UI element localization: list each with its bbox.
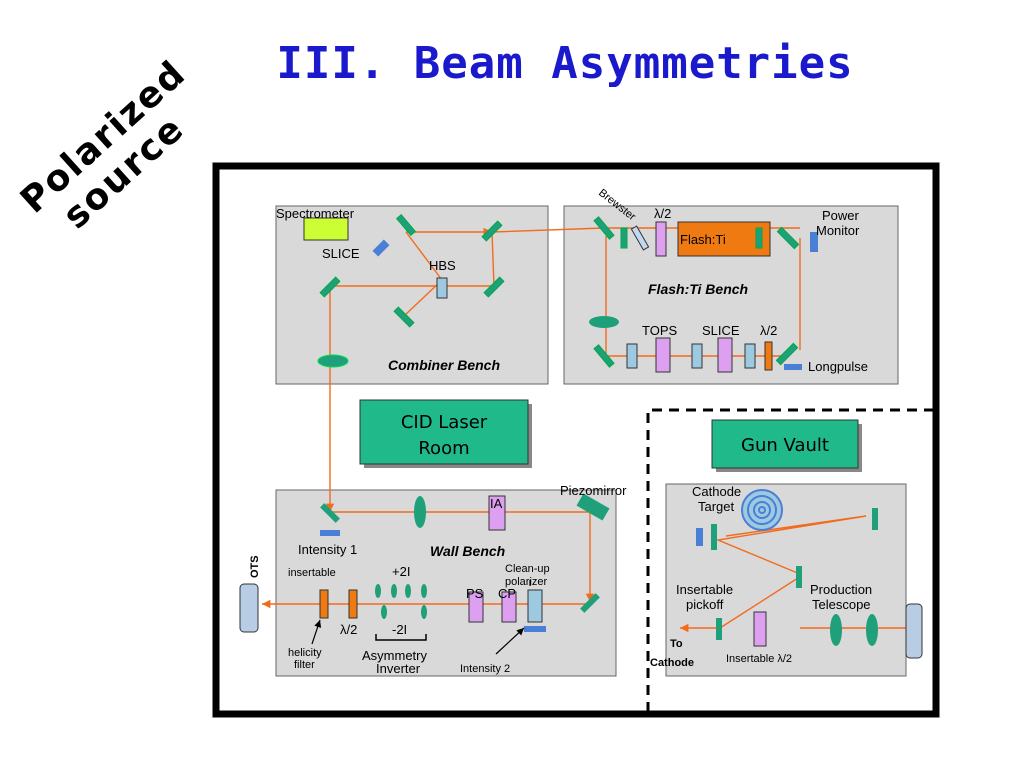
telescope-lens-1 xyxy=(830,614,842,646)
tops-label: TOPS xyxy=(642,323,677,338)
pickoff-label-2: pickoff xyxy=(686,597,724,612)
slice-polarizer xyxy=(372,239,390,257)
cleanup-label-2: polarizer xyxy=(505,576,548,588)
cathode-label-2: Target xyxy=(698,499,735,514)
brewster-plate xyxy=(630,225,650,251)
piezomirror-label: Piezomirror xyxy=(560,483,627,498)
insertable-half-label: Insertable λ/2 xyxy=(726,653,792,665)
cp-cell xyxy=(501,591,517,623)
asymmetry-inverter-lenses xyxy=(375,584,427,619)
insertable-pickoff xyxy=(796,566,802,588)
tops-slice-optics xyxy=(626,337,773,373)
to-label: To xyxy=(670,638,683,650)
wall-bench xyxy=(275,489,617,677)
longpulse-detector xyxy=(784,364,802,370)
telescope-lens-2 xyxy=(866,614,878,646)
gun-vault-boundary xyxy=(646,408,936,712)
insertable-label: insertable xyxy=(288,567,336,579)
flash-lens xyxy=(589,316,619,328)
ia-label: IA xyxy=(490,496,503,511)
pickoff-label-1: Insertable xyxy=(676,582,733,597)
flash-ti-laser xyxy=(677,221,771,257)
hbs-element xyxy=(436,277,448,299)
ots-label: OTS xyxy=(249,555,261,578)
cid-room-line-2: Room xyxy=(418,438,469,459)
flash-ti-laser-label: Flash:Ti xyxy=(680,232,726,247)
wall-pointers xyxy=(311,580,531,655)
asymmetry-label-2: Inverter xyxy=(376,661,421,676)
asymmetry-label-1: Asymmetry xyxy=(362,648,428,663)
monitor-label: Monitor xyxy=(816,223,860,238)
cathode-target-rings xyxy=(741,489,783,531)
ps-label: PS xyxy=(466,586,484,601)
flash-lambda-plate xyxy=(655,221,667,257)
cp-label: CP xyxy=(498,586,516,601)
power-monitor-detector xyxy=(810,232,818,252)
combiner-mirrors xyxy=(319,213,505,328)
cleanup-label-1: Clean-up xyxy=(505,563,550,575)
helicity-label-2: filter xyxy=(294,659,315,671)
longpulse-label: Longpulse xyxy=(808,359,868,374)
to-cathode-label: Cathode xyxy=(650,657,694,669)
intensity1-detector xyxy=(320,530,340,536)
piezomirror xyxy=(576,493,610,521)
combiner-slice-label: SLICE xyxy=(322,246,360,261)
plus2i-label: +2I xyxy=(392,564,410,579)
slide-title: III. Beam Asymmetries xyxy=(276,38,854,89)
combiner-bench-title: Combiner Bench xyxy=(388,357,500,373)
wall-lens xyxy=(414,496,426,528)
flash-lambda2-label: λ/2 xyxy=(760,323,777,338)
diagram-frame xyxy=(212,162,940,718)
flash-mirrors xyxy=(593,216,800,368)
gun-lambda-plate xyxy=(753,611,767,647)
flash-slice-label: SLICE xyxy=(702,323,740,338)
production-label-2: Telescope xyxy=(812,597,871,612)
ps-cell xyxy=(468,591,484,623)
flash-bench-title: Flash:Ti Bench xyxy=(648,281,748,297)
hbs-label: HBS xyxy=(429,258,456,273)
intensity1-label: Intensity 1 xyxy=(298,542,357,557)
production-label-1: Production xyxy=(810,582,872,597)
spectrometer-box xyxy=(303,217,349,241)
combiner-lens xyxy=(317,354,349,368)
gun-mirror-3 xyxy=(716,618,722,640)
ia-cell xyxy=(488,495,506,531)
wall-lambda-label: λ/2 xyxy=(340,622,357,637)
wall-fold-mirror xyxy=(580,593,600,613)
helicity-filter xyxy=(319,589,329,619)
gun-vault-box xyxy=(711,419,862,472)
gun-mirror-1 xyxy=(872,508,878,530)
power-label: Power xyxy=(822,208,860,223)
intensity2-label: Intensity 2 xyxy=(460,663,510,675)
gun-detector xyxy=(696,528,703,546)
cid-laser-room-box xyxy=(359,399,532,468)
spectrometer-label: Spectrometer xyxy=(276,206,355,221)
wall-bench-title: Wall Bench xyxy=(430,543,505,559)
gun-input-window xyxy=(905,603,923,659)
cathode-label-1: Cathode xyxy=(692,484,741,499)
flash-lambda-label: λ/2 xyxy=(654,206,671,221)
wall-lambda-plate xyxy=(348,589,358,619)
gun-mirror-2 xyxy=(711,524,717,550)
helicity-label-1: helicity xyxy=(288,647,322,659)
intensity2-detector xyxy=(524,626,546,632)
intensity1-mirror xyxy=(320,503,340,523)
inverter-bracket xyxy=(375,634,427,641)
cleanup-polarizer xyxy=(527,589,543,623)
gun-vault-label: Gun Vault xyxy=(741,435,829,456)
ots-element xyxy=(239,583,259,633)
cid-room-line-1: CID Laser xyxy=(401,412,488,433)
minus2i-label: -2I xyxy=(392,622,407,637)
